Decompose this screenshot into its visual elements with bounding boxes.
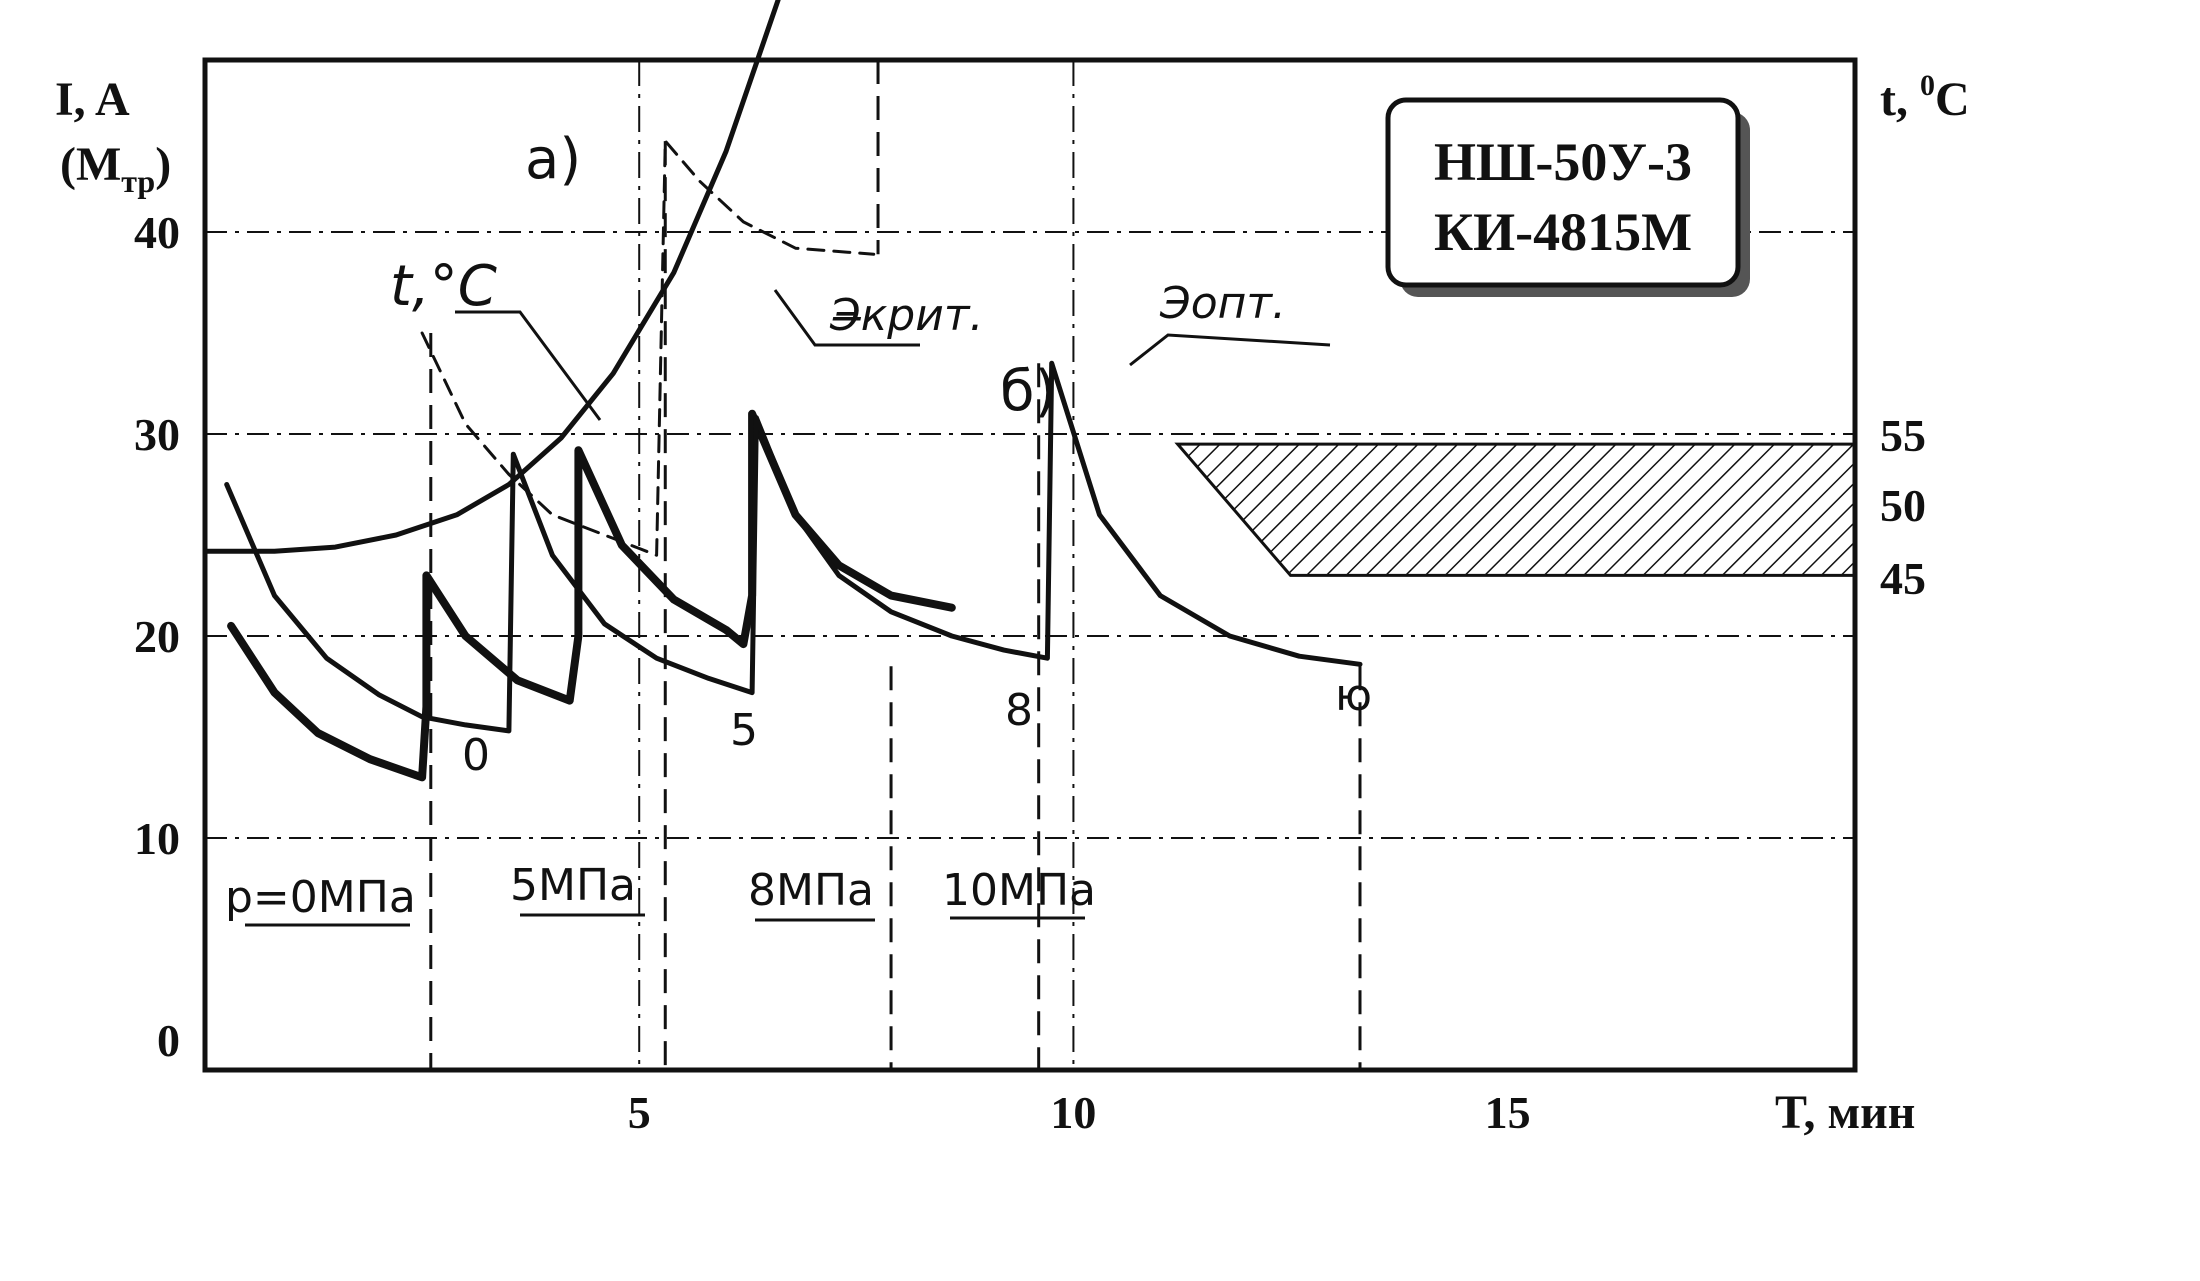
right-axis-ticks: 55 50 45 [1880,410,1926,604]
x-axis-ticks: 5 10 15 [628,1087,1531,1138]
dashed-verticals [429,60,1362,1070]
left-tick-10: 10 [134,813,180,864]
model-box-line2: КИ-4815М [1434,202,1692,262]
left-tick-20: 20 [134,611,180,662]
x-tick-15: 15 [1485,1087,1531,1138]
x-tick-10: 10 [1050,1087,1096,1138]
series-layer [202,0,1363,782]
series-line-1 [224,360,1363,734]
series-line-3 [420,139,876,557]
left-tick-40: 40 [134,207,180,258]
curve-label-5: 5 [730,705,758,756]
x-tick-5: 5 [628,1087,651,1138]
label-b: б) [1000,359,1056,424]
hatched-band [1174,442,1857,577]
pressure-labels: p=0МПа 5МПа 8МПа 10МПа [225,860,1096,927]
krit-leader [773,289,920,347]
right-axis-label: t, 0C [1880,69,1970,126]
opt-label: Эопт. [1159,278,1286,329]
right-axis-label-t: t, [1880,73,1920,126]
right-tick-45: 45 [1880,553,1926,604]
curve-label-10: ю [1335,670,1372,721]
series-line-2 [202,0,781,554]
left-axis-label-close: ) [155,138,171,191]
left-tick-0: 0 [157,1015,180,1066]
left-axis-ticks: 0 10 20 30 40 [134,207,180,1066]
left-axis-label: I, A [55,73,130,126]
temp-leader [455,310,602,421]
curve-label-0: 0 [462,730,490,781]
curve-label-8: 8 [1005,685,1033,736]
krit-label: Э̶крит. [829,290,983,341]
pressure-label-0: p=0МПа [225,872,416,923]
left-axis-label-open: (M [60,138,121,191]
right-axis-label-unit: C [1935,73,1970,126]
right-tick-55: 55 [1880,410,1926,461]
left-axis-label-sub: тр [121,163,155,199]
left-tick-30: 30 [134,409,180,460]
right-tick-50: 50 [1880,480,1926,531]
series-line-0 [227,409,956,782]
opt-leader [1129,333,1331,367]
right-axis-label-sup: 0 [1920,69,1935,102]
label-a: a) [525,127,581,192]
pressure-label-8: 8МПа [748,865,874,916]
pressure-label-10: 10МПа [942,865,1096,916]
temp-label: t,°C [390,254,497,319]
model-box: НШ-50У-3 КИ-4815М [1385,97,1750,297]
x-axis-label: T, мин [1775,1086,1915,1139]
left-axis-label-2: (Mтр) [60,138,171,199]
pressure-label-5: 5МПа [510,860,636,911]
model-box-line1: НШ-50У-3 [1434,132,1692,192]
hatched-band-area [1174,442,1857,577]
